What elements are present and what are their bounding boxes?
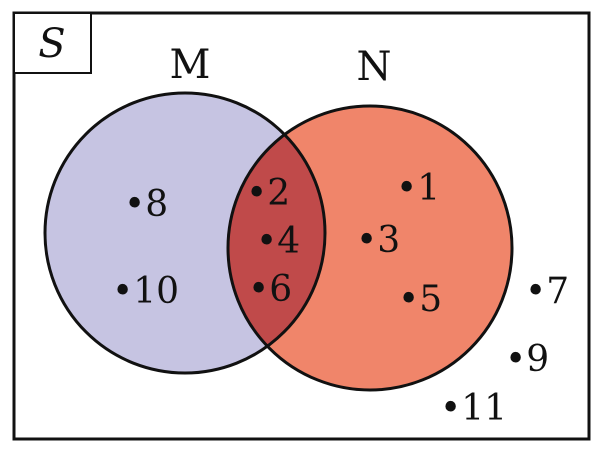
element-4: •4 bbox=[256, 221, 300, 262]
set-m-outline bbox=[43, 91, 327, 375]
element-7: •7 bbox=[525, 271, 569, 312]
element-3: •3 bbox=[356, 220, 400, 261]
element-5: •5 bbox=[398, 279, 442, 320]
element-10: •10 bbox=[112, 271, 179, 312]
element-1: •1 bbox=[396, 168, 440, 209]
element-9: •9 bbox=[505, 339, 549, 380]
set-n-outline bbox=[226, 104, 514, 392]
set-m-label: M bbox=[170, 42, 211, 88]
element-6: •6 bbox=[248, 269, 292, 310]
element-2: •2 bbox=[246, 173, 290, 214]
set-n-label: N bbox=[357, 44, 392, 90]
element-8: •8 bbox=[124, 184, 168, 225]
universe-label-box bbox=[13, 12, 92, 74]
element-11: •11 bbox=[440, 388, 507, 429]
universe-label: S bbox=[38, 21, 65, 67]
